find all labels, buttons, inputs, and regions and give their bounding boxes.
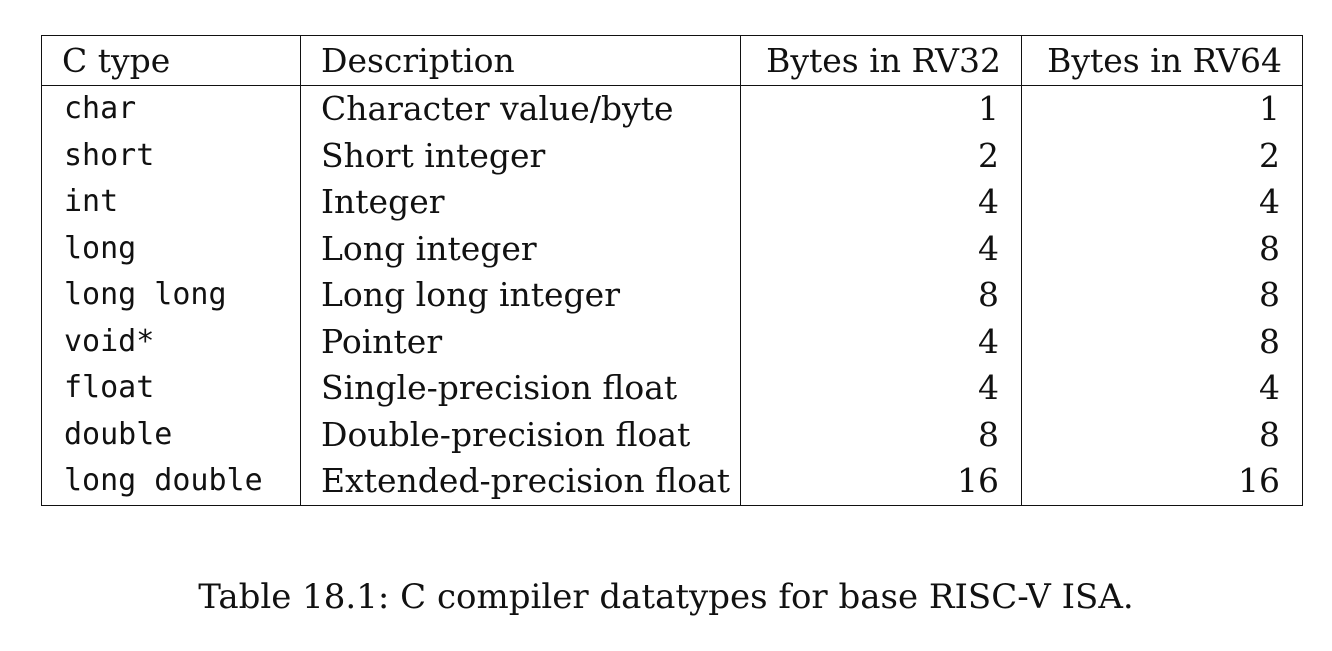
description-cell: Short integer [300,132,741,179]
rv32-bytes-cell: 4 [740,318,1022,365]
rv64-bytes-cell: 8 [1021,272,1303,319]
rv32-bytes-cell: 4 [740,225,1022,272]
rv64-bytes-cell: 2 [1021,132,1303,179]
description-cell: Pointer [300,318,741,365]
ctype-cell: int [41,179,301,226]
ctype-cell: long double [41,458,301,506]
header-bytes-rv64: Bytes in RV64 [1021,35,1303,86]
ctype-cell: char [41,85,301,133]
rv32-bytes-cell: 2 [740,132,1022,179]
table-row: void* Pointer 4 8 [41,318,1303,365]
rv32-bytes-cell: 1 [740,85,1022,133]
table-row: long double Extended-precision float 16 … [41,458,1303,506]
ctype-cell: long [41,225,301,272]
table-row: short Short integer 2 2 [41,132,1303,179]
datatype-table-container: C type Description Bytes in RV32 Bytes i… [41,35,1303,506]
rv32-bytes-cell: 8 [740,272,1022,319]
rv32-bytes-cell: 4 [740,179,1022,226]
description-cell: Long long integer [300,272,741,319]
rv64-bytes-cell: 4 [1021,179,1303,226]
rv64-bytes-cell: 4 [1021,365,1303,412]
rv64-bytes-cell: 16 [1021,458,1303,506]
ctype-cell: long long [41,272,301,319]
table-row: double Double-precision float 8 8 [41,411,1303,458]
ctype-cell: short [41,132,301,179]
table-row: int Integer 4 4 [41,179,1303,226]
description-cell: Long integer [300,225,741,272]
rv32-bytes-cell: 8 [740,411,1022,458]
table-row: long Long integer 4 8 [41,225,1303,272]
table-row: float Single-precision float 4 4 [41,365,1303,412]
description-cell: Single-precision float [300,365,741,412]
header-c-type: C type [41,35,301,86]
rv32-bytes-cell: 4 [740,365,1022,412]
table-header-row: C type Description Bytes in RV32 Bytes i… [41,35,1303,86]
header-bytes-rv32: Bytes in RV32 [740,35,1022,86]
ctype-cell: float [41,365,301,412]
rv64-bytes-cell: 8 [1021,411,1303,458]
rv64-bytes-cell: 8 [1021,318,1303,365]
datatype-table: C type Description Bytes in RV32 Bytes i… [41,35,1303,506]
description-cell: Integer [300,179,741,226]
rv64-bytes-cell: 8 [1021,225,1303,272]
description-cell: Character value/byte [300,85,741,133]
table-row: long long Long long integer 8 8 [41,272,1303,319]
description-cell: Double-precision float [300,411,741,458]
ctype-cell: double [41,411,301,458]
header-description: Description [300,35,741,86]
rv64-bytes-cell: 1 [1021,85,1303,133]
description-cell: Extended-precision float [300,458,741,506]
rv32-bytes-cell: 16 [740,458,1022,506]
table-caption: Table 18.1: C compiler datatypes for bas… [198,577,1134,617]
ctype-cell: void* [41,318,301,365]
table-row: char Character value/byte 1 1 [41,85,1303,133]
